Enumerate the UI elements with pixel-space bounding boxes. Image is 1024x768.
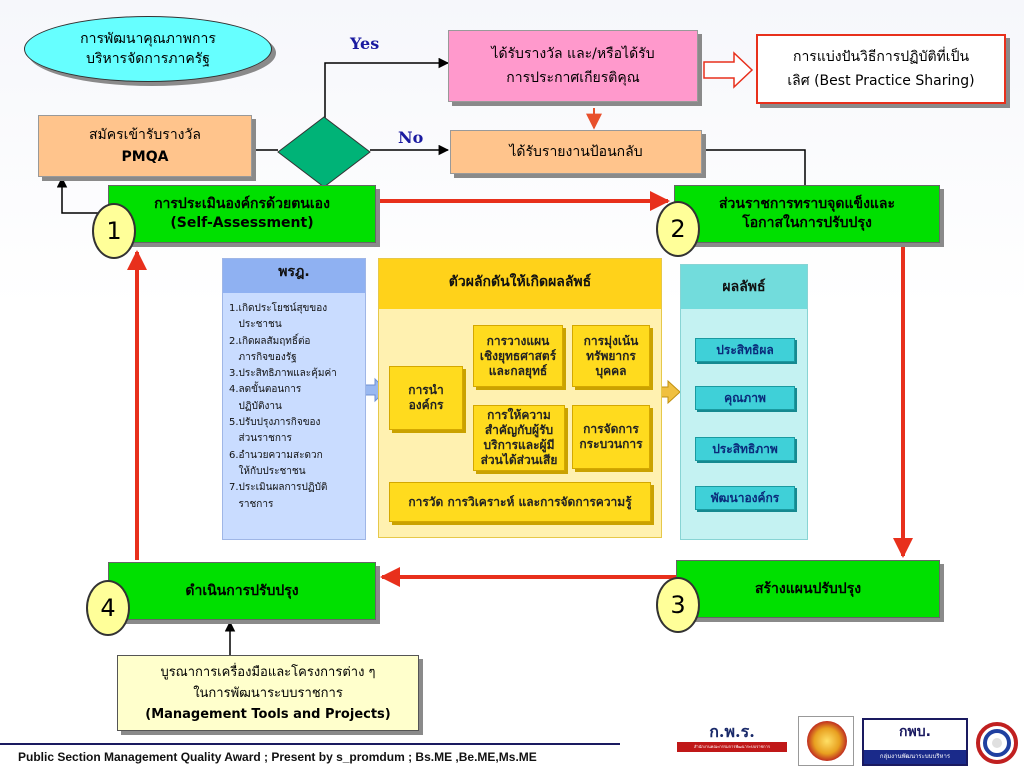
result-item-efficiency: ประสิทธิภาพ bbox=[695, 437, 795, 461]
result-item-effectiveness: ประสิทธิผล bbox=[695, 338, 795, 362]
ocsc-logo-sub: สำนักงานคณะกรรมการพัฒนาระบบราชการ bbox=[677, 742, 787, 752]
feedback-label: ได้รับรายงานป้อนกลับ bbox=[509, 144, 643, 160]
apply-line2: PMQA bbox=[121, 149, 169, 165]
customer-line1: การให้ความ bbox=[487, 408, 551, 422]
step4-implement-box: ดำเนินการปรับปรุง bbox=[108, 562, 376, 620]
strategy-line2: เชิงยุทธศาสตร์ bbox=[479, 348, 557, 363]
law-item: 3.ประสิทธิภาพและคุ้มค่า bbox=[229, 368, 337, 380]
law-item: 5.ปรับปรุงภารกิจของ bbox=[229, 417, 321, 429]
step3-improvement-plan-box: สร้างแผนปรับปรุง bbox=[676, 560, 940, 618]
law-item: 6.อำนวยความสะดวก bbox=[229, 449, 323, 461]
customer-line4: ส่วนได้ส่วนเสีย bbox=[480, 453, 558, 467]
cycle-arrows bbox=[127, 191, 913, 587]
apply-pmqa-box: สมัครเข้ารับรางวัล PMQA bbox=[38, 115, 252, 177]
black-connectors bbox=[56, 57, 806, 655]
title-bubble-line1: การพัฒนาคุณภาพการ bbox=[80, 31, 216, 47]
driver-measurement-box: การวัด การวิเคราะห์ และการจัดการความรู้ bbox=[389, 482, 651, 522]
best-practice-box: การแบ่งปันวิธีการปฏิบัติที่เป็น เลิศ (Be… bbox=[756, 34, 1006, 104]
law-panel-header: พรฎ. bbox=[223, 259, 365, 293]
award-line2: การประกาศเกียรติคุณ bbox=[506, 70, 640, 86]
hr-line2: ทรัพยากร bbox=[586, 348, 636, 363]
law-item: 2.เกิดผลสัมฤทธิ์ต่อ bbox=[229, 335, 311, 347]
law-items-list: 1.เกิดประโยชน์สุขของ ประชาชน 2.เกิดผลสัมฤ… bbox=[223, 293, 365, 513]
law-item: 1.เกิดประโยชน์สุขของ bbox=[229, 303, 328, 314]
title-bubble: การพัฒนาคุณภาพการ บริหารจัดการภาครัฐ bbox=[24, 16, 272, 82]
law-item: ปฏิบัติงาน bbox=[229, 400, 282, 412]
step1-line2: (Self-Assessment) bbox=[170, 215, 314, 231]
results-panel-header: ผลลัพธ์ bbox=[681, 265, 807, 309]
law-item: 7.ประเมินผลการปฏิบัติ bbox=[229, 482, 328, 494]
footer-text: Public Section Management Quality Award … bbox=[18, 749, 537, 764]
result-item-quality: คุณภาพ bbox=[695, 386, 795, 410]
hr-line1: การมุ่งเน้น bbox=[583, 333, 639, 348]
arrow-step1-to-apply bbox=[56, 176, 108, 214]
gpb-logo: กพบ. กลุ่มงานพัฒนาระบบบริหาร bbox=[862, 718, 968, 766]
law-item: ภารกิจของรัฐ bbox=[229, 351, 297, 363]
award-line1: ได้รับรางวัล และ/หรือได้รับ bbox=[491, 46, 655, 62]
swirl-logo-icon bbox=[976, 722, 1018, 764]
step1-number-badge: 1 bbox=[92, 203, 136, 259]
result-item-development: พัฒนาองค์กร bbox=[695, 486, 795, 510]
leadership-line2: องค์กร bbox=[408, 398, 444, 412]
tools-line2: ในการพัฒนาระบบราชการ bbox=[193, 685, 343, 701]
strategy-line3: และกลยุทธ์ bbox=[488, 363, 548, 378]
footer-bar: Public Section Management Quality Award … bbox=[0, 743, 620, 768]
customer-line2: สำคัญกับผู้รับ bbox=[484, 423, 554, 437]
driver-process-box: การจัดการ กระบวนการ bbox=[572, 405, 650, 469]
block-arrow-to-best-practice bbox=[703, 51, 754, 89]
law-item: ประชาชน bbox=[229, 319, 282, 331]
management-tools-box: บูรณาการเครื่องมือและโครงการต่าง ๆ ในการ… bbox=[117, 655, 419, 731]
step4-number-badge: 4 bbox=[86, 580, 130, 636]
step4-label: ดำเนินการปรับปรุง bbox=[185, 582, 299, 599]
driver-customer-box: การให้ความ สำคัญกับผู้รับ บริการและผู้มี… bbox=[473, 405, 565, 471]
process-line1: การจัดการ bbox=[583, 422, 639, 436]
title-bubble-line2: บริหารจัดการภาครัฐ bbox=[86, 51, 210, 67]
ocsc-logo-name: ก.พ.ร. bbox=[709, 722, 755, 741]
measurement-label: การวัด การวิเคราะห์ และการจัดการความรู้ bbox=[408, 494, 632, 509]
line-feedback-to-step2 bbox=[705, 149, 806, 188]
best-practice-line2: เลิศ (Best Practice Sharing) bbox=[787, 73, 975, 89]
step2-strengths-box: ส่วนราชการทราบจุดแข็งและ โอกาสในการปรับป… bbox=[674, 185, 940, 243]
driver-leadership-box: การนำ องค์กร bbox=[389, 366, 463, 430]
feedback-box: ได้รับรายงานป้อนกลับ bbox=[450, 130, 702, 174]
emblem-seal-icon bbox=[798, 716, 854, 766]
law-item: ราชการ bbox=[229, 498, 274, 510]
gpb-logo-name: กพบ. bbox=[899, 724, 931, 740]
step3-label: สร้างแผนปรับปรุง bbox=[754, 580, 862, 597]
step2-number-badge: 2 bbox=[656, 201, 700, 257]
law-item: ส่วนราชการ bbox=[229, 433, 292, 445]
step2-line2: โอกาสในการปรับปรุง bbox=[742, 215, 872, 231]
no-label: No bbox=[398, 128, 424, 147]
driver-hr-box: การมุ่งเน้น ทรัพยากร บุคคล bbox=[572, 325, 650, 387]
ocsc-logo: ก.พ.ร. สำนักงานคณะกรรมการพัฒนาระบบราชการ bbox=[677, 722, 787, 766]
gpb-logo-sub: กลุ่มงานพัฒนาระบบบริหาร bbox=[864, 750, 966, 764]
step1-line1: การประเมินองค์กรด้วยตนเอง bbox=[154, 196, 330, 212]
law-panel: พรฎ. 1.เกิดประโยชน์สุขของ ประชาชน 2.เกิดผ… bbox=[222, 258, 366, 540]
arrow-diamond-to-award bbox=[324, 57, 450, 118]
tools-line1: บูรณาการเครื่องมือและโครงการต่าง ๆ bbox=[160, 664, 376, 680]
apply-line1: สมัครเข้ารับรางวัล bbox=[89, 127, 201, 143]
law-item: ให้กับประชาชน bbox=[229, 465, 306, 477]
law-item: 4.ลดขั้นตอนการ bbox=[229, 384, 302, 396]
tools-line3: (Management Tools and Projects) bbox=[145, 706, 391, 722]
leadership-line1: การนำ bbox=[408, 383, 444, 397]
customer-line3: บริการและผู้มี bbox=[483, 438, 555, 452]
hr-line3: บุคคล bbox=[595, 363, 627, 378]
best-practice-line1: การแบ่งปันวิธีการปฏิบัติที่เป็น bbox=[792, 49, 970, 65]
yes-label: Yes bbox=[350, 34, 380, 53]
strategy-line1: การวางแผน bbox=[486, 333, 550, 348]
step1-self-assessment-box: การประเมินองค์กรด้วยตนเอง (Self-Assessme… bbox=[108, 185, 376, 243]
drivers-panel-header: ตัวผลักดันให้เกิดผลลัพธ์ bbox=[379, 259, 661, 309]
process-line2: กระบวนการ bbox=[579, 437, 643, 451]
award-box: ได้รับรางวัล และ/หรือได้รับ การประกาศเกี… bbox=[448, 30, 698, 102]
step3-number-badge: 3 bbox=[656, 577, 700, 633]
decision-diamond bbox=[277, 116, 371, 188]
driver-strategy-box: การวางแผน เชิงยุทธศาสตร์ และกลยุทธ์ bbox=[473, 325, 563, 387]
step2-line1: ส่วนราชการทราบจุดแข็งและ bbox=[718, 196, 896, 212]
